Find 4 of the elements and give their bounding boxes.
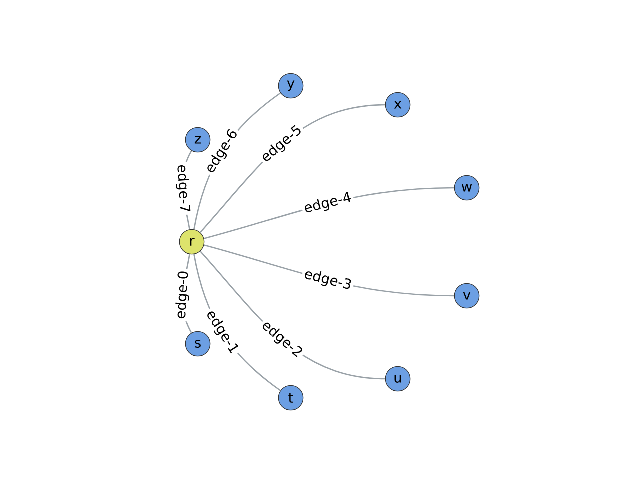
- edge-label: edge-0: [176, 272, 190, 319]
- edge-label: edge-7: [176, 165, 191, 212]
- edge-label: edge-3: [305, 272, 352, 290]
- edge-label: edge-4: [305, 192, 352, 212]
